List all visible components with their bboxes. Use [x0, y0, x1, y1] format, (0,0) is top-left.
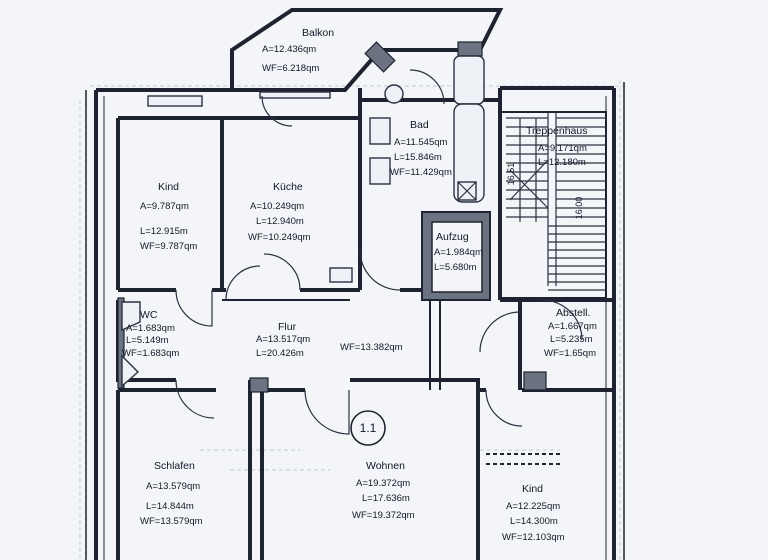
unit-number: 1.1 — [360, 421, 377, 435]
room-label-aufzug: Aufzug A=1.984qm L=5.680m — [434, 231, 483, 273]
bathtub-icon — [453, 103, 485, 203]
room-perimeter: L=14.844m — [146, 501, 194, 512]
room-area: A=1.683qm — [126, 323, 175, 334]
room-label-kind-top: Kind A=9.787qm L=12.915m WF=9.787qm — [140, 181, 197, 252]
door-kind-bottom — [485, 389, 523, 427]
door-wohnen — [304, 389, 350, 435]
door-kind-top — [175, 289, 213, 327]
sink-icon — [453, 55, 485, 105]
aufzug-shaft — [421, 211, 491, 301]
unit-marker: 1.1 — [350, 410, 386, 446]
room-area: A=12.225qm — [506, 501, 560, 512]
room-area: A=1.667qm — [548, 321, 597, 332]
wc-basin-icon — [121, 354, 140, 388]
wc-fixture — [121, 301, 141, 388]
room-area: A=10.249qm — [250, 201, 304, 212]
door-entrance — [541, 299, 583, 341]
room-perimeter: L=14.300m — [510, 516, 558, 527]
room-area: A=12.436qm — [262, 44, 316, 55]
room-label-abstell: Abstell. A=1.667qm L=5.235m WF=1.65qm — [544, 307, 597, 359]
room-wf: WF=1.65qm — [544, 348, 596, 359]
room-name: Flur — [278, 321, 297, 333]
washbasin-icon — [369, 117, 391, 145]
stair-dimension-left: 16.51 — [506, 163, 516, 186]
room-area: A=11.545qm — [394, 137, 448, 148]
room-area: A=9.171qm — [538, 143, 587, 154]
room-label-schlafen: Schlafen A=13.579qm L=14.844m WF=13.579q… — [140, 460, 203, 527]
room-name: Kind — [158, 181, 179, 193]
room-name: Treppenhaus — [526, 125, 588, 137]
door-schlafen — [175, 379, 215, 419]
room-perimeter: L=5.235m — [550, 334, 593, 345]
room-area: A=9.787qm — [140, 201, 189, 212]
room-perimeter: L=15.846m — [394, 152, 442, 163]
room-label-wohnen: Wohnen A=19.372qm L=17.636m WF=19.372qm — [352, 460, 415, 521]
stair-dimension-right: 16.00 — [574, 197, 584, 220]
room-name: Kind — [522, 483, 543, 495]
door-bad-2 — [409, 69, 445, 105]
room-wf: WF=12.103qm — [502, 532, 565, 543]
room-name: Abstell. — [556, 307, 590, 319]
room-name: Küche — [273, 181, 303, 193]
room-area: A=1.984qm — [434, 247, 483, 258]
room-perimeter: L=5.149m — [126, 335, 169, 346]
room-name: Schlafen — [154, 460, 195, 472]
interior-walls — [116, 88, 614, 560]
room-wf: WF=11.429qm — [390, 167, 452, 178]
room-wf: WF=13.579qm — [140, 516, 203, 527]
room-wf: WF=1.683qm — [122, 348, 179, 359]
room-wf: WF=13.382qm — [340, 342, 403, 353]
room-label-balkon: Balkon A=12.436qm WF=6.218qm — [262, 27, 334, 74]
room-perimeter: L=12.180m — [538, 157, 586, 168]
room-name: Aufzug — [436, 231, 469, 243]
room-label-flur: Flur A=13.517qm L=20.426m WF=13.382qm — [256, 321, 403, 359]
room-perimeter: L=17.636m — [362, 493, 410, 504]
hatched-wall-blocks — [117, 41, 547, 393]
wc-toilet-icon — [121, 301, 141, 332]
room-perimeter: L=12.940m — [256, 216, 304, 227]
room-label-kueche: Küche A=10.249qm L=12.940m WF=10.249qm — [248, 181, 311, 243]
door-kueche-balkon — [261, 95, 293, 127]
room-name: Wohnen — [366, 460, 405, 472]
toilet-icon — [384, 84, 404, 104]
door-kueche — [225, 265, 261, 301]
room-label-kind-bottom: Kind A=12.225qm L=14.300m WF=12.103qm — [502, 483, 565, 543]
room-wf: WF=9.787qm — [140, 241, 197, 252]
room-area: A=13.579qm — [146, 481, 200, 492]
door-abstell — [479, 311, 521, 353]
room-name: WC — [140, 309, 158, 321]
window-marks — [147, 91, 353, 283]
washbasin-2-icon — [369, 157, 391, 185]
room-label-wc: WC A=1.683qm L=5.149m WF=1.683qm — [122, 309, 179, 359]
bath-fixtures — [369, 55, 485, 203]
room-area: A=13.517qm — [256, 334, 310, 345]
room-name: Balkon — [302, 27, 334, 39]
room-perimeter: L=20.426m — [256, 348, 304, 359]
room-area: A=19.372qm — [356, 478, 410, 489]
room-label-treppenhaus: Treppenhaus A=9.171qm L=12.180m — [526, 125, 588, 168]
room-perimeter: L=5.680m — [434, 262, 477, 273]
room-label-bad: Bad A=11.545qm L=15.846m WF=11.429qm — [390, 119, 452, 178]
room-perimeter: L=12.915m — [140, 226, 188, 237]
room-wf: WF=19.372qm — [352, 510, 415, 521]
room-wf: WF=10.249qm — [248, 232, 311, 243]
door-kueche-flur — [263, 253, 301, 291]
room-name: Bad — [410, 119, 429, 131]
stairwell — [499, 111, 607, 299]
door-swings — [175, 69, 583, 435]
door-bad — [359, 249, 401, 291]
room-wf: WF=6.218qm — [262, 63, 319, 74]
